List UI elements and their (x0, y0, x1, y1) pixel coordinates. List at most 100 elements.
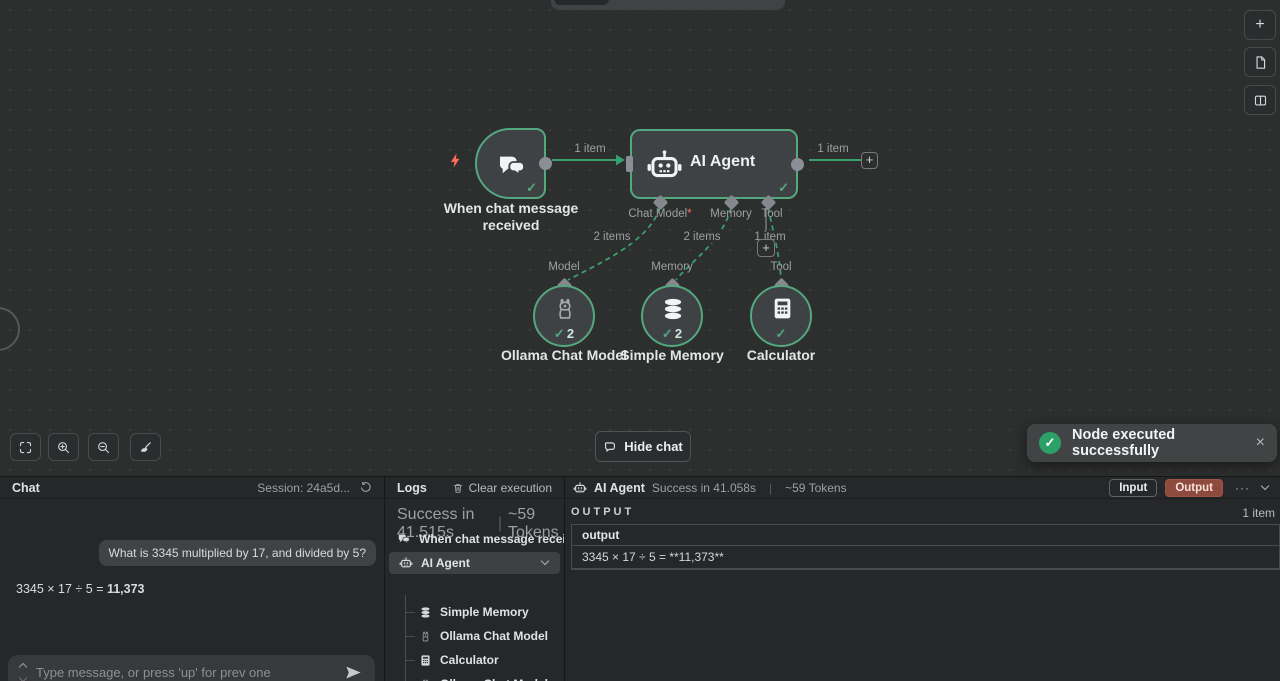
bottom-panel: Chat Session: 24a5d... What is 3345 mult… (0, 476, 1280, 681)
output-handle[interactable] (539, 157, 552, 170)
run-count-value: 2 (675, 326, 682, 341)
send-icon[interactable] (344, 663, 363, 681)
port-label-memory: Memory (651, 261, 693, 273)
node-title: Calculator (747, 347, 815, 364)
node-title: Simple Memory (620, 347, 723, 364)
hide-chat-button[interactable]: Hide chat (595, 431, 691, 462)
node-when-chat-message-received[interactable]: ✓ (475, 128, 546, 199)
chat-message-user: What is 3345 multiplied by 17, and divid… (99, 540, 377, 566)
toast-close-icon[interactable]: × (1256, 434, 1265, 452)
success-check-icon: ✓ (1039, 432, 1061, 454)
log-item-label: Simple Memory (440, 605, 529, 619)
zoom-in-icon (56, 440, 71, 455)
log-item-ollama-chat-model[interactable]: Ollama Chat Model (419, 625, 548, 647)
connection-count-label: 2 items (590, 231, 633, 243)
node-ollama-chat-model[interactable]: ✓2 (533, 285, 595, 347)
required-marker: * (687, 208, 691, 220)
port-label-tool: Tool (761, 208, 782, 220)
tree-connector (405, 636, 415, 637)
chat-title: Chat (12, 481, 40, 495)
hide-chat-label: Hide chat (624, 439, 683, 454)
calculator-icon (770, 296, 795, 321)
chat-message-list[interactable]: What is 3345 multiplied by 17, and divid… (0, 500, 384, 672)
log-item-calculator[interactable]: Calculator (419, 649, 499, 671)
output-handle[interactable] (791, 158, 804, 171)
node-title: Ollama Chat Model (501, 347, 627, 364)
clear-execution-button[interactable]: Clear execution (452, 481, 552, 495)
chat-trigger-icon (397, 532, 411, 546)
tidy-up-icon (138, 440, 153, 455)
fit-view-button[interactable] (10, 433, 41, 461)
output-item-count: 1 item (1242, 506, 1275, 520)
port-label-tool: Tool (770, 261, 791, 273)
log-item-when-chat-message-received[interactable]: When chat message received (397, 528, 564, 550)
collapse-panel-icon[interactable] (1261, 482, 1269, 490)
message-history-arrows[interactable] (20, 664, 26, 681)
output-tab-button[interactable]: Output (1165, 479, 1223, 497)
log-item-ai-agent-selected[interactable]: AI Agent (389, 552, 560, 574)
bot-message-result: 11,373 (107, 582, 145, 596)
add-connected-node-button[interactable]: + (861, 152, 878, 169)
zoom-in-button[interactable] (48, 433, 79, 461)
calculator-icon (419, 654, 432, 667)
chat-header: Chat Session: 24a5d... (0, 477, 384, 499)
input-handle[interactable] (626, 156, 633, 172)
chevron-down-icon (19, 673, 27, 681)
node-title: AI Agent (690, 153, 755, 171)
chat-session-group: Session: 24a5d... (257, 481, 372, 495)
more-options-icon[interactable]: ··· (1231, 481, 1254, 495)
tree-connector (405, 660, 415, 661)
connection-count-label: 2 items (680, 231, 723, 243)
tidy-up-button[interactable] (130, 433, 161, 461)
connection-count-label: 1 item (814, 143, 851, 155)
selected-node-info: AI Agent Success in 41.058s | ~59 Tokens (573, 481, 847, 495)
log-item-label: When chat message received (419, 532, 564, 546)
check-icon: ✓ (554, 326, 565, 341)
selected-node-tokens: ~59 Tokens (785, 481, 847, 495)
node-success-check: ✓ (778, 180, 789, 196)
workflow-canvas[interactable]: Editor Executions Evaluations + 1 item 1… (0, 0, 1280, 476)
tree-connector (405, 612, 415, 613)
trash-icon (452, 482, 464, 494)
clear-execution-label: Clear execution (469, 481, 552, 495)
detail-header-actions: Input Output ··· (1109, 479, 1272, 497)
node-title: When chat message received (441, 200, 581, 234)
panel-divider[interactable] (564, 477, 565, 681)
log-item-label: Ollama Chat Model (440, 629, 548, 643)
node-calculator[interactable]: ✓ (750, 285, 812, 347)
logs-header: Logs Clear execution (385, 477, 564, 499)
node-simple-memory[interactable]: ✓2 (641, 285, 703, 347)
bot-message-text: 3345 × 17 ÷ 5 = (16, 582, 107, 596)
output-panel-title: OUTPUT (571, 506, 634, 518)
logs-tree: Success in 41.515s | ~59 Tokens When cha… (385, 500, 564, 681)
robot-icon (646, 147, 683, 184)
toast-title: Node executed successfully (1072, 427, 1245, 459)
input-tab-button[interactable]: Input (1109, 479, 1157, 497)
node-success-check: ✓ (526, 180, 537, 196)
add-tool-button[interactable]: + (757, 239, 775, 257)
connection-wires (0, 0, 1280, 476)
reset-session-icon[interactable] (359, 481, 372, 494)
logs-title: Logs (397, 481, 427, 495)
llama-icon (552, 296, 578, 322)
chat-input[interactable]: Type message, or press 'up' for prev one (8, 655, 375, 681)
database-icon (660, 296, 686, 322)
port-label-chat-model: Chat Model* (628, 208, 691, 220)
chevron-down-icon[interactable] (541, 557, 549, 565)
log-item-ollama-chat-model[interactable]: Ollama Chat Model (419, 673, 548, 681)
run-count: ✓ (752, 326, 810, 342)
port-label-text: Chat Model (628, 208, 687, 220)
zoom-out-button[interactable] (88, 433, 119, 461)
log-item-simple-memory[interactable]: Simple Memory (419, 601, 529, 623)
node-ai-agent[interactable]: AI Agent ✓ (630, 129, 798, 199)
fit-view-icon (18, 440, 33, 455)
tree-connector (405, 595, 406, 681)
log-item-label: AI Agent (421, 556, 534, 570)
output-table[interactable]: output 3345 × 17 ÷ 5 = **11,373** (571, 524, 1280, 570)
chat-input-placeholder: Type message, or press 'up' for prev one (36, 665, 334, 680)
toast-notification: ✓ Node executed successfully × (1027, 424, 1277, 462)
run-count: ✓2 (535, 326, 593, 342)
connection-count-label: 1 item (571, 143, 608, 155)
divider: | (763, 481, 778, 495)
